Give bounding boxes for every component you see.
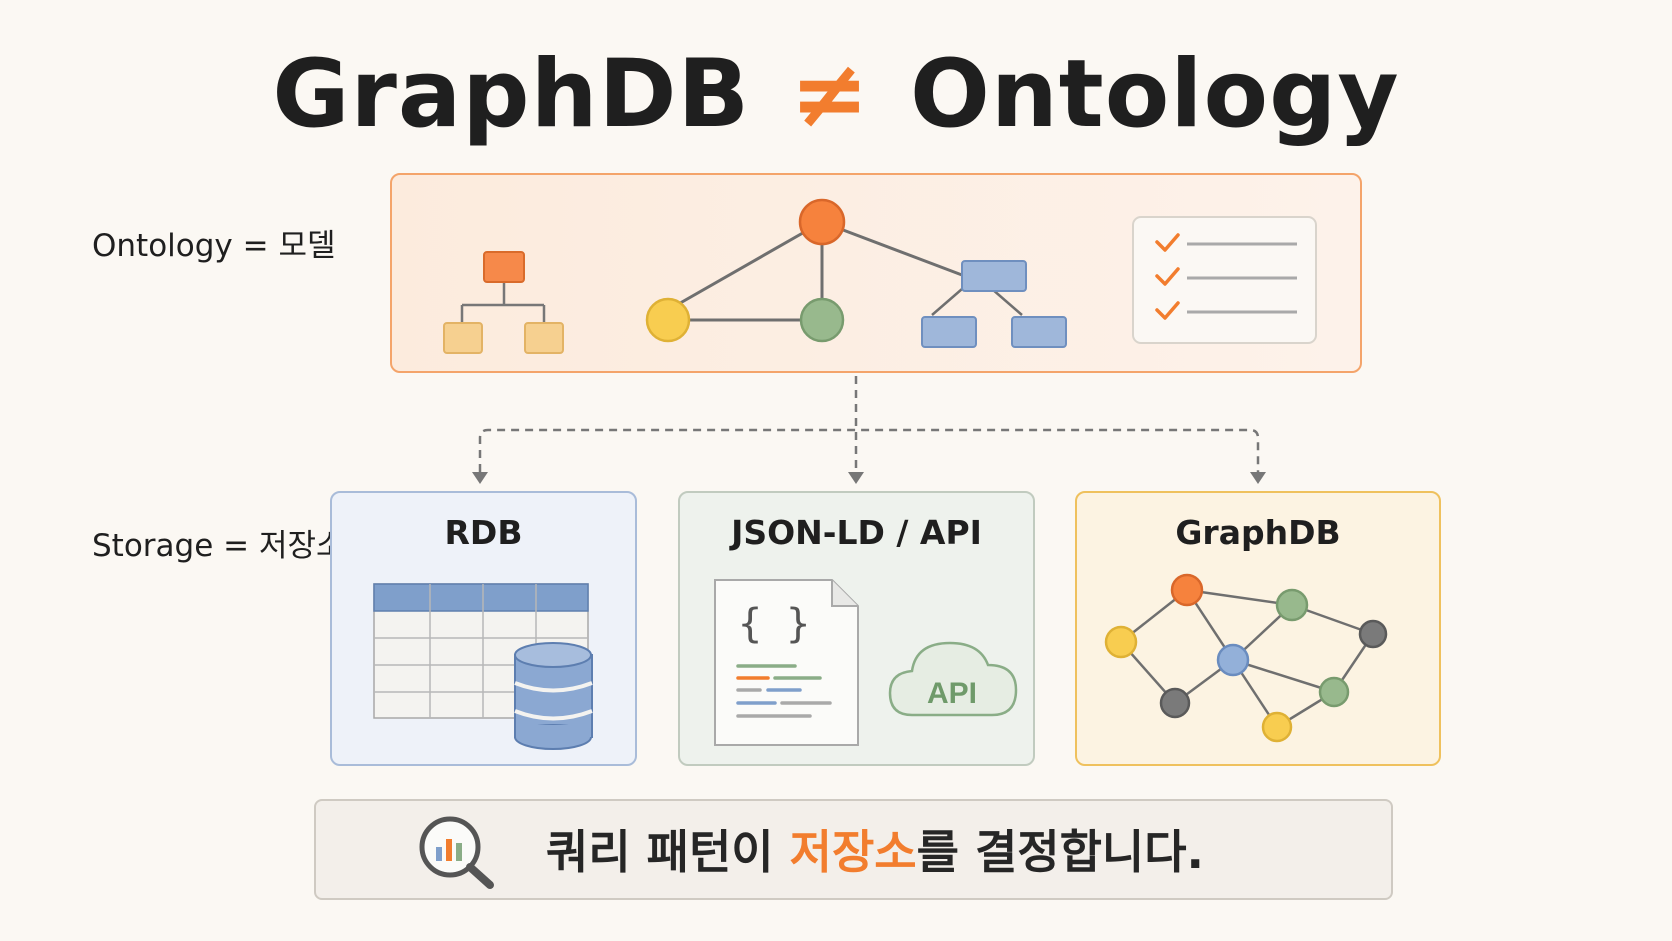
graph-network-icon bbox=[1104, 573, 1388, 743]
page-title: GraphDB ≠ Ontology bbox=[0, 40, 1672, 150]
not-equal-icon: ≠ bbox=[790, 40, 870, 149]
arrow-to-rdb-icon bbox=[472, 472, 488, 484]
store-json-ld-api: JSON-LD / API { } API bbox=[678, 491, 1035, 766]
magnifier-chart-icon bbox=[419, 816, 494, 889]
conclusion-text-accent: 저장소 bbox=[789, 825, 917, 879]
api-cloud-icon bbox=[888, 641, 1018, 717]
store-rdb: RDB bbox=[330, 491, 637, 766]
json-braces: { } bbox=[738, 601, 810, 647]
class-hierarchy-icon bbox=[921, 260, 1067, 348]
store-graphdb: GraphDB bbox=[1075, 491, 1441, 766]
conclusion-text-after: 를 결정합니다. bbox=[916, 825, 1205, 879]
hierarchy-tree-icon bbox=[443, 251, 564, 354]
arrow-to-graphdb-icon bbox=[1250, 472, 1266, 484]
triangle-graph-icon bbox=[645, 198, 963, 343]
json-document-icon: { } API bbox=[714, 579, 1018, 746]
conclusion-banner: 쿼리 패턴이 저장소를 결정합니다. bbox=[314, 799, 1393, 900]
api-cloud-label: API bbox=[927, 677, 977, 710]
ontology-model-panel bbox=[390, 173, 1362, 373]
title-graphdb: GraphDB bbox=[272, 40, 751, 149]
table-database-icon bbox=[373, 583, 593, 750]
store-json-title: JSON-LD / API bbox=[731, 513, 982, 552]
conclusion-text-before: 쿼리 패턴이 bbox=[546, 825, 790, 879]
arrow-to-json-icon bbox=[848, 472, 864, 484]
storage-label: Storage = 저장소 bbox=[92, 528, 345, 564]
store-rdb-title: RDB bbox=[444, 513, 523, 552]
conclusion-text: 쿼리 패턴이 저장소를 결정합니다. bbox=[546, 825, 1204, 879]
ontology-model-diagram bbox=[443, 198, 1317, 354]
title-ontology: Ontology bbox=[909, 40, 1400, 149]
ontology-model-label: Ontology = 모델 bbox=[92, 228, 336, 264]
store-graphdb-title: GraphDB bbox=[1175, 513, 1341, 552]
checklist-icon bbox=[1132, 216, 1317, 344]
